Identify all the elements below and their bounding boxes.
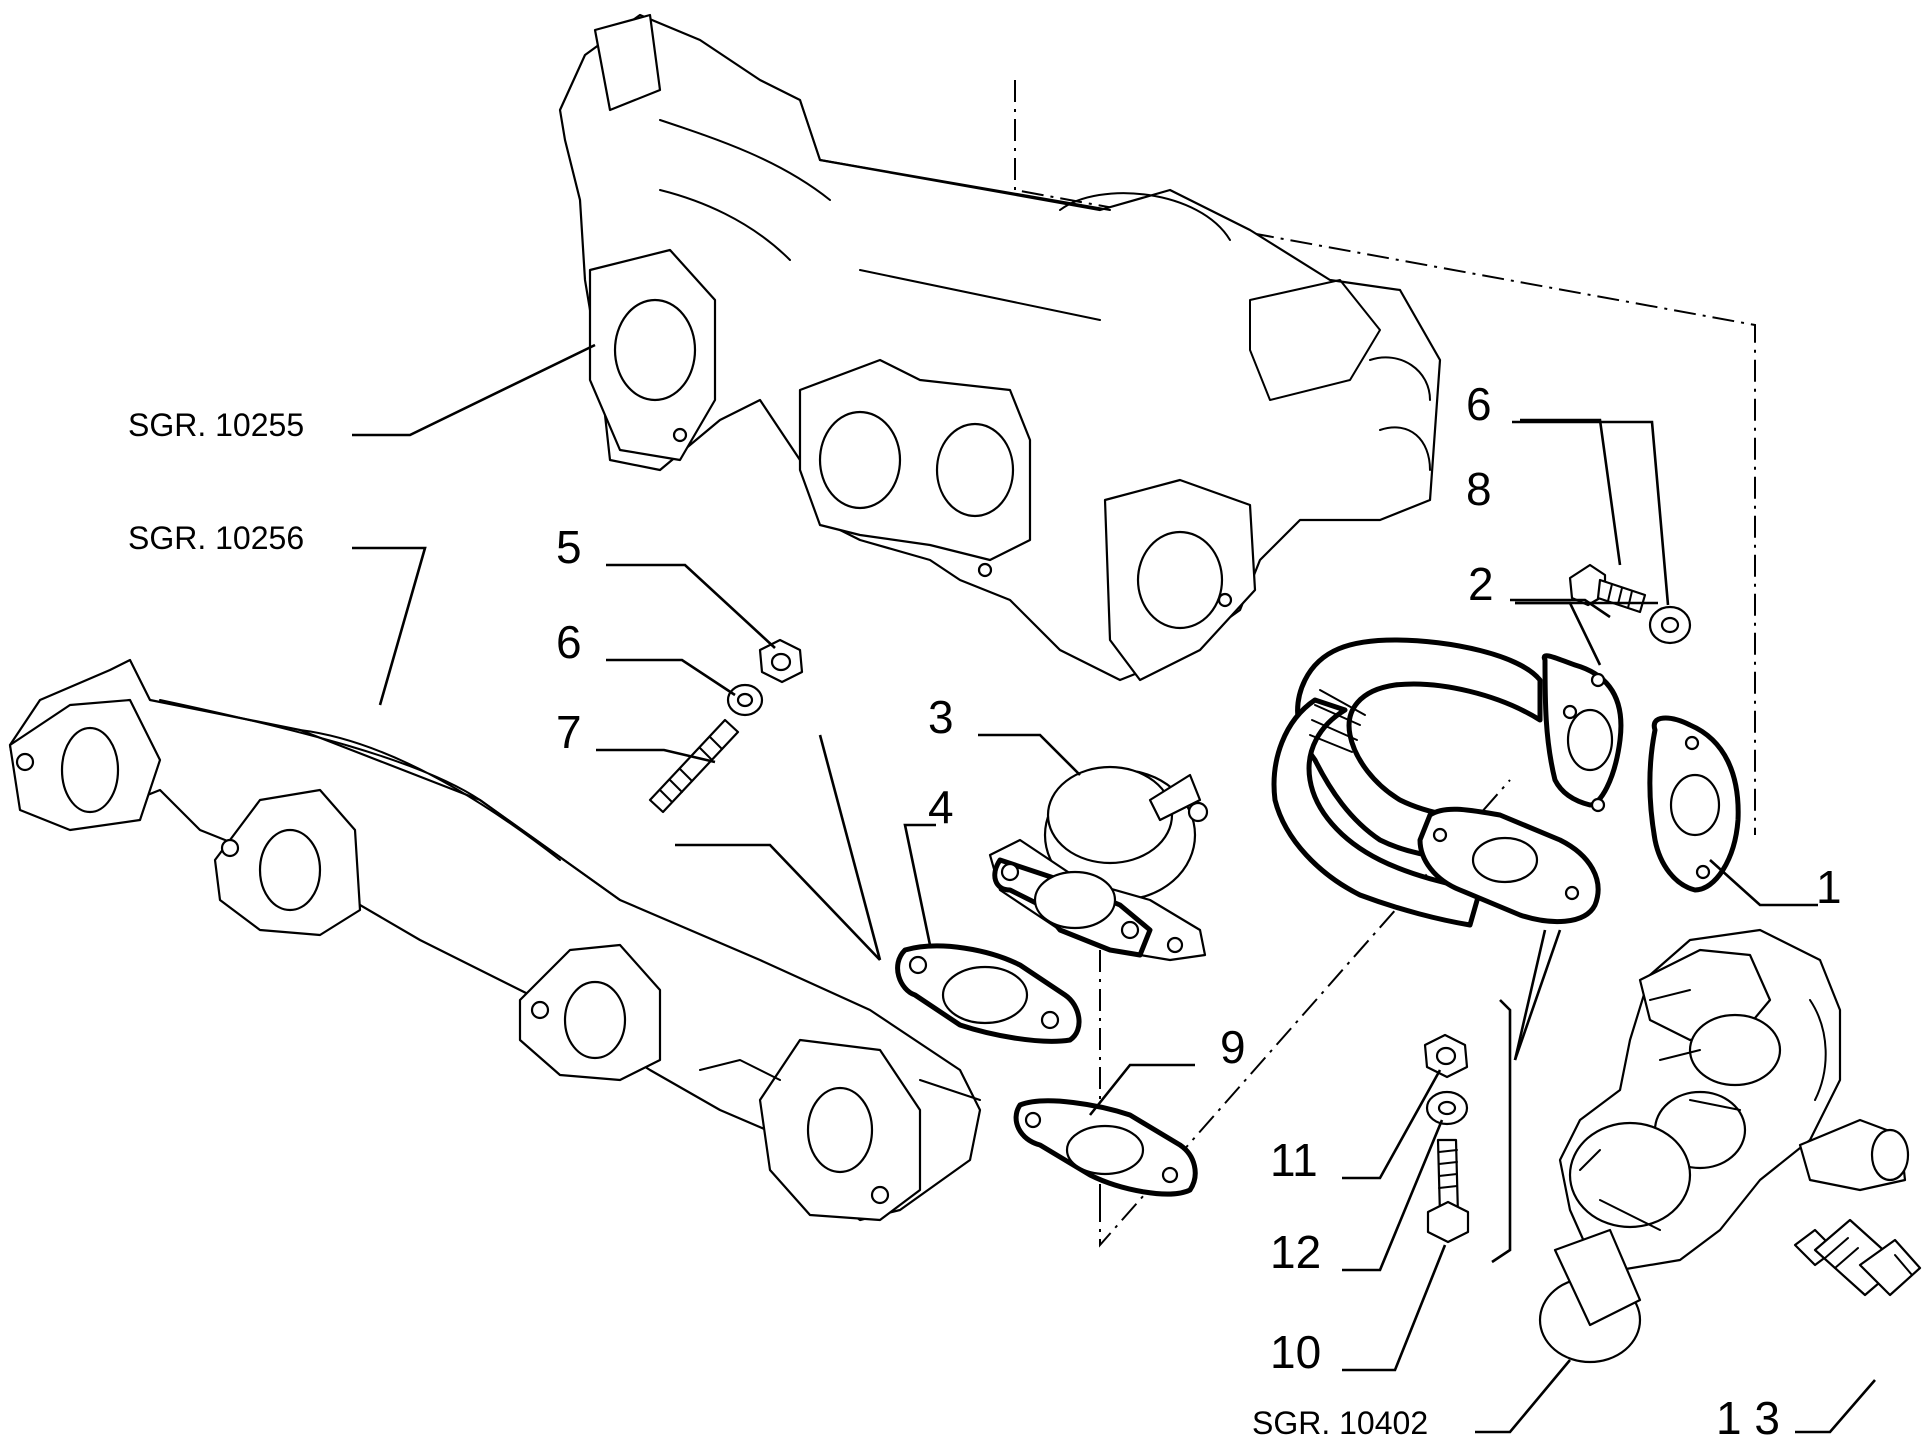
callout-12: 12 <box>1270 1226 1321 1278</box>
callout-6-left: 6 <box>556 616 582 668</box>
thermostat-housing <box>1538 928 1910 1364</box>
washer-6-left <box>726 683 764 717</box>
callout-13: 1 3 <box>1716 1392 1780 1442</box>
stud-7 <box>648 718 740 814</box>
temperature-sensor <box>1793 1218 1922 1297</box>
callout-2: 2 <box>1468 558 1494 610</box>
leader-lines <box>352 343 1876 1434</box>
nut-11 <box>1423 1033 1469 1079</box>
exhaust-manifold <box>8 658 982 1222</box>
callout-4: 4 <box>928 781 954 833</box>
intake-manifold <box>558 13 1442 682</box>
callout-5: 5 <box>556 521 582 573</box>
ref-sgr-10255: SGR. 10255 <box>128 407 304 443</box>
callout-7: 7 <box>556 706 582 758</box>
ref-sgr-10402: SGR. 10402 <box>1252 1405 1428 1441</box>
callout-6-right: 6 <box>1466 378 1492 430</box>
gasket-1 <box>1647 715 1741 893</box>
ref-sgr-10256: SGR. 10256 <box>128 520 304 556</box>
callout-8: 8 <box>1466 463 1492 515</box>
callout-1: 1 <box>1816 861 1842 913</box>
egr-pipe <box>1271 637 1624 928</box>
washer-12 <box>1425 1090 1469 1126</box>
callout-3: 3 <box>928 691 954 743</box>
callout-10: 10 <box>1270 1326 1321 1378</box>
nut-5 <box>758 638 804 684</box>
egr-valve <box>988 765 1209 962</box>
callout-9: 9 <box>1220 1021 1246 1073</box>
gasket-9 <box>1013 1098 1198 1197</box>
callout-11: 11 <box>1270 1134 1318 1186</box>
bolt-10 <box>1426 1138 1470 1244</box>
bolt-8 <box>1568 563 1647 614</box>
washer-6-right <box>1648 605 1692 645</box>
gasket-4 <box>895 943 1082 1044</box>
